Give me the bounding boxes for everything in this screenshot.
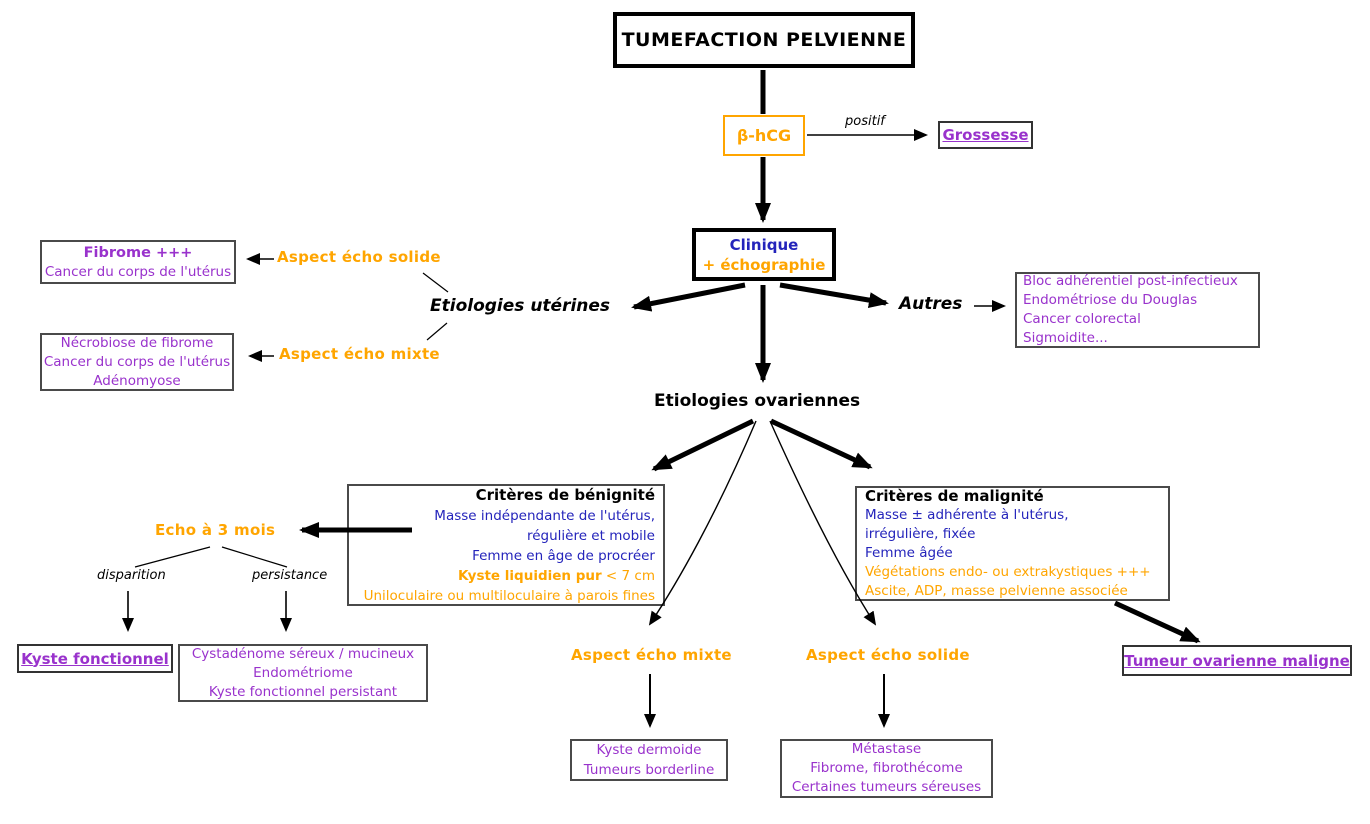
- clinique-label: Clinique: [729, 235, 799, 254]
- benignite-kyste-line: Kyste liquidien pur < 7 cm: [458, 566, 655, 586]
- edge-malignite-to-tumeur-maligne: [1113, 600, 1201, 644]
- node-bhcg: β-hCG: [723, 115, 805, 156]
- bhcg-label: β-hCG: [736, 126, 792, 145]
- label-aspect-echo-solide-uterin: Aspect écho solide: [277, 248, 441, 266]
- fibrome-line: Fibrome +++: [83, 244, 193, 261]
- link-uterines-to-mixte: [426, 322, 448, 341]
- node-criteres-benignite: Critères de bénignité Masse indépendante…: [347, 484, 665, 606]
- bloc-adherentiel-line: Bloc adhérentiel post-infectieux: [1023, 273, 1238, 289]
- label-aspect-echo-solide-ovarien: Aspect écho solide: [806, 646, 970, 664]
- edge-label-positif: positif: [845, 114, 885, 129]
- node-autres-box: Bloc adhérentiel post-infectieux Endomét…: [1015, 272, 1260, 348]
- kyste-fonctionnel-label: Kyste fonctionnel: [21, 649, 169, 668]
- label-aspect-echo-mixte-uterin: Aspect écho mixte: [279, 345, 440, 363]
- necrobiose-line: Nécrobiose de fibrome: [60, 334, 214, 351]
- endometriome-line: Endométriome: [253, 664, 353, 681]
- benignite-uniloculaire-line: Uniloculaire ou multiloculaire à parois …: [363, 587, 655, 604]
- label-aspect-echo-mixte-ovarien: Aspect écho mixte: [571, 646, 732, 664]
- edge-label-persistance: persistance: [252, 568, 328, 583]
- malignite-title: Critères de malignité: [865, 487, 1044, 505]
- kyste-dermoide-line: Kyste dermoide: [596, 742, 702, 758]
- malignite-vegetations-line: Végétations endo- ou extrakystiques +++: [865, 564, 1151, 580]
- benignite-reguliere-line: régulière et mobile: [526, 527, 655, 544]
- echographie-label: + échographie: [702, 255, 826, 274]
- benignite-femme-line: Femme en âge de procréer: [472, 547, 655, 564]
- edge-ovariennes-to-aspect-mixte: [648, 420, 757, 626]
- endometriose-douglas-line: Endométriose du Douglas: [1023, 292, 1198, 308]
- node-clinique-echographie: Clinique + échographie: [692, 228, 836, 281]
- grossesse-label: Grossesse: [942, 126, 1029, 144]
- link-echo-to-persistance: [221, 546, 288, 568]
- tumeur-maligne-label: Tumeur ovarienne maligne: [1124, 651, 1350, 670]
- edge-ovariennes-to-malignite: [769, 418, 873, 470]
- branch-etiologies-ovariennes: Etiologies ovariennes: [654, 391, 861, 411]
- benignite-masse-line: Masse indépendante de l'utérus,: [434, 507, 655, 524]
- node-metastase-box: Métastase Fibrome, fibrothécome Certaine…: [780, 739, 993, 798]
- label-echo-3-mois: Echo à 3 mois: [155, 521, 276, 539]
- node-fibrome-box: Fibrome +++ Cancer du corps de l'utérus: [40, 240, 236, 284]
- tumeurs-sereuses-line: Certaines tumeurs séreuses: [791, 779, 982, 795]
- cancer-corps-uterus-line2: Cancer du corps de l'utérus: [43, 353, 231, 370]
- cancer-colorectal-line: Cancer colorectal: [1023, 311, 1141, 327]
- edge-clinique-to-autres: [779, 282, 889, 309]
- kyste-liquidien-bold: Kyste liquidien pur: [458, 567, 602, 584]
- node-persistance-box: Cystadénome séreux / mucineux Endométrio…: [178, 644, 428, 702]
- node-criteres-malignite: Critères de malignité Masse ± adhérente …: [855, 486, 1170, 601]
- node-grossesse: Grossesse: [938, 121, 1033, 149]
- tumefaction-label: TUMEFACTION PELVIENNE: [621, 29, 907, 51]
- node-tumefaction-pelvienne: TUMEFACTION PELVIENNE: [613, 12, 915, 68]
- sigmoidite-line: Sigmoidite...: [1023, 330, 1108, 346]
- node-kyste-fonctionnel: Kyste fonctionnel: [17, 644, 173, 673]
- edge-clinique-to-uterines: [631, 282, 746, 312]
- node-tumeur-ovarienne-maligne: Tumeur ovarienne maligne: [1122, 645, 1352, 676]
- cancer-corps-uterus-line: Cancer du corps de l'utérus: [44, 263, 232, 280]
- benignite-title: Critères de bénignité: [475, 485, 655, 504]
- malignite-masse-line: Masse ± adhérente à l'utérus,: [865, 507, 1069, 523]
- malignite-irreguliere-line: irrégulière, fixée: [865, 526, 976, 542]
- edge-label-disparition: disparition: [97, 568, 166, 583]
- adenomyose-line: Adénomyose: [93, 372, 181, 389]
- node-kyste-dermoide-box: Kyste dermoide Tumeurs borderline: [570, 739, 728, 781]
- fibrome-fibrothecome-line: Fibrome, fibrothécome: [810, 760, 963, 776]
- link-echo-to-disparition: [134, 546, 211, 568]
- cystadenome-line: Cystadénome séreux / mucineux: [191, 645, 415, 662]
- branch-autres: Autres: [899, 294, 963, 314]
- malignite-femme-agee-line: Femme âgée: [865, 545, 953, 561]
- malignite-ascite-line: Ascite, ADP, masse pelvienne associée: [865, 583, 1128, 599]
- link-uterines-to-solide: [422, 272, 449, 293]
- kyste-persistant-line: Kyste fonctionnel persistant: [208, 683, 398, 700]
- node-necrobiose-box: Nécrobiose de fibrome Cancer du corps de…: [40, 333, 234, 391]
- kyste-liquidien-rest: < 7 cm: [601, 567, 655, 584]
- tumeurs-borderline-line: Tumeurs borderline: [583, 762, 715, 778]
- branch-etiologies-uterines: Etiologies utérines: [430, 296, 611, 316]
- metastase-line: Métastase: [851, 741, 922, 757]
- edge-ovariennes-to-benignite: [651, 418, 755, 472]
